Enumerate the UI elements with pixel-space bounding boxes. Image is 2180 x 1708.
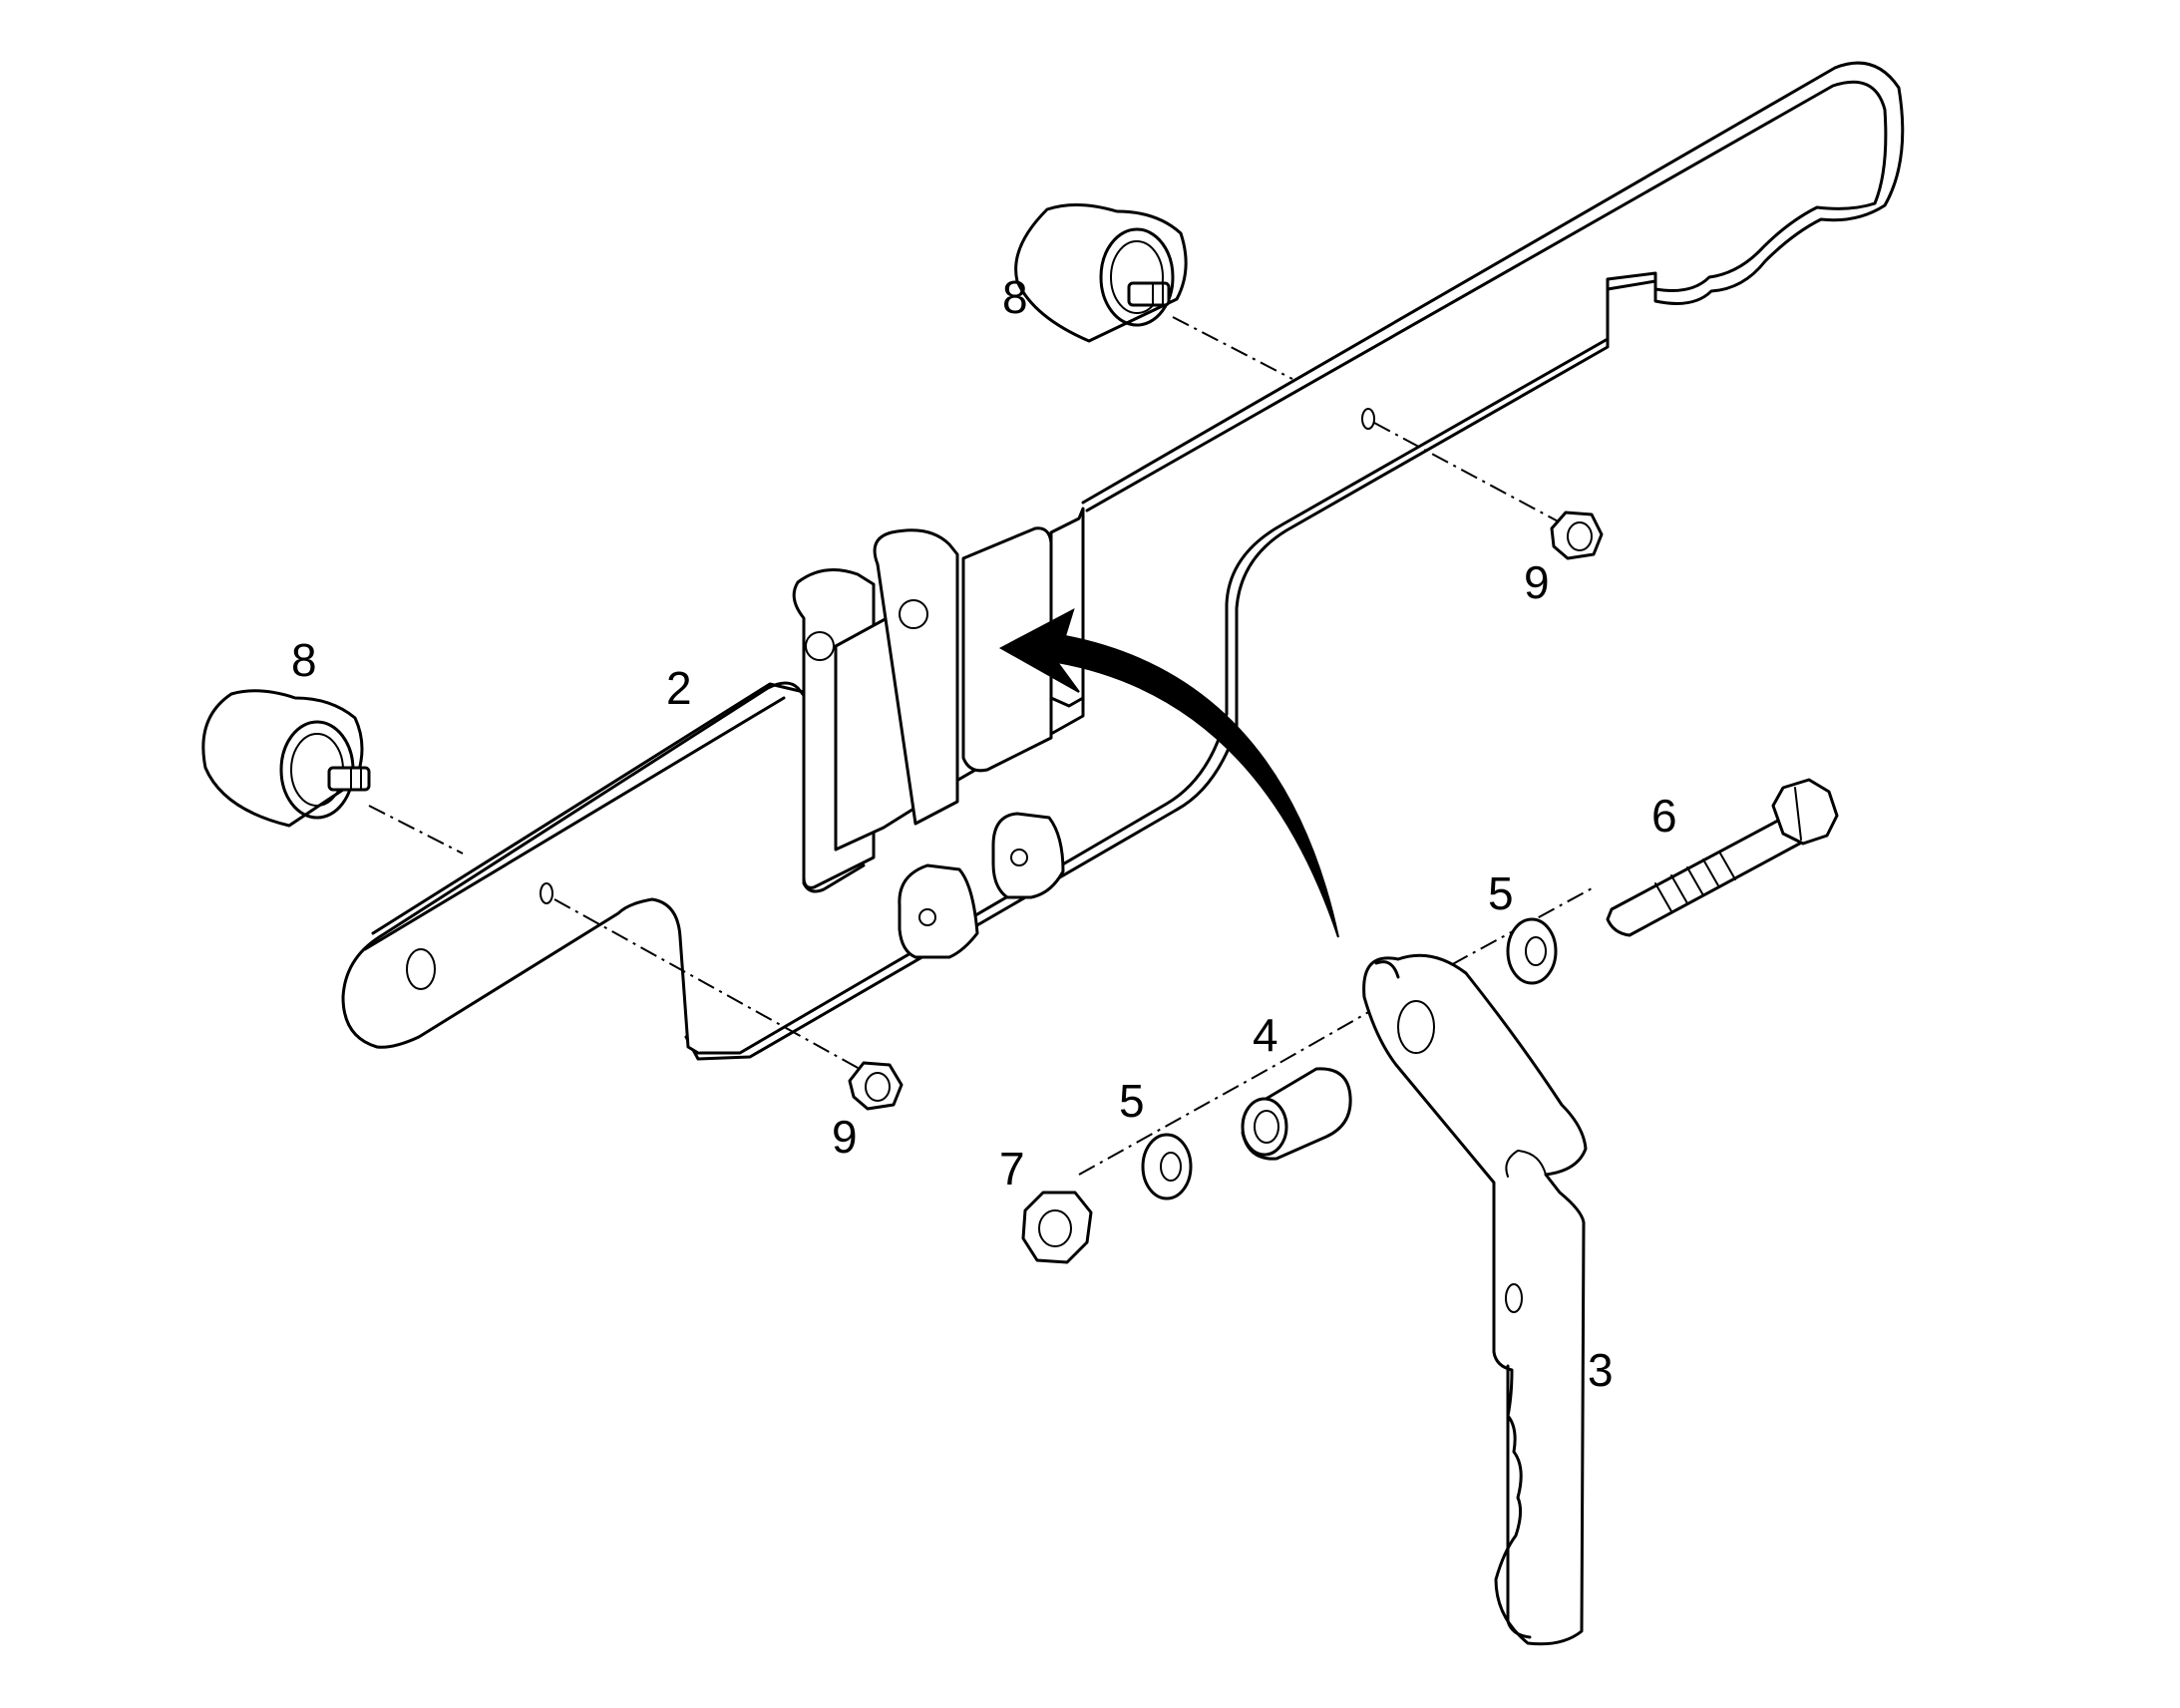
nut-part-9-upper xyxy=(1550,511,1604,560)
bolt-part-6 xyxy=(1606,778,1839,937)
centerlines xyxy=(368,316,1595,1176)
callout-label-6: 6 xyxy=(1651,790,1677,842)
callout-label-9-lower: 9 xyxy=(832,1111,858,1163)
callout-label-5-lower: 5 xyxy=(1119,1075,1145,1127)
bumper-part-8-upper xyxy=(1014,202,1188,343)
callout-label-2: 2 xyxy=(666,662,692,714)
callout-label-7: 7 xyxy=(999,1143,1025,1195)
main-bracket-part-2 xyxy=(341,61,1905,1061)
callout-label-8-lower: 8 xyxy=(291,634,317,686)
bumper-part-8-lower xyxy=(201,689,371,828)
callout-label-3: 3 xyxy=(1588,1344,1614,1396)
nut-part-7 xyxy=(1021,1191,1093,1264)
spacer-part-4 xyxy=(1241,1067,1352,1161)
callout-labels: 8 8 2 9 9 6 5 5 4 7 3 xyxy=(291,271,1677,1396)
lever-part-3 xyxy=(1362,953,1588,1646)
callout-label-5-upper: 5 xyxy=(1488,867,1514,919)
callout-label-9-upper: 9 xyxy=(1524,556,1550,608)
callout-label-4: 4 xyxy=(1253,1009,1278,1061)
callout-label-8-upper: 8 xyxy=(1002,271,1028,323)
assembly-direction-arrow xyxy=(998,607,1339,938)
washer-part-5-upper xyxy=(1506,917,1558,985)
nut-part-9-lower xyxy=(848,1061,904,1111)
washer-part-5-lower xyxy=(1141,1133,1193,1200)
